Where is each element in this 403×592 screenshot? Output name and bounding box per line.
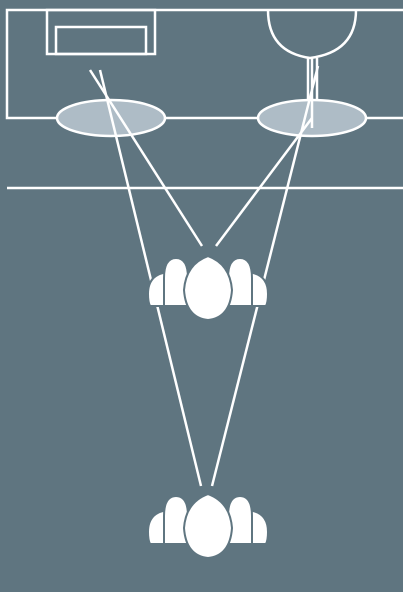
upper-figure-group: [148, 256, 268, 320]
frame-outer: [47, 10, 155, 54]
frame-inner: [56, 27, 146, 54]
sight-line-upper-right: [216, 118, 312, 246]
lower-figure-group: [148, 494, 268, 558]
goblet-icon: [268, 10, 356, 58]
